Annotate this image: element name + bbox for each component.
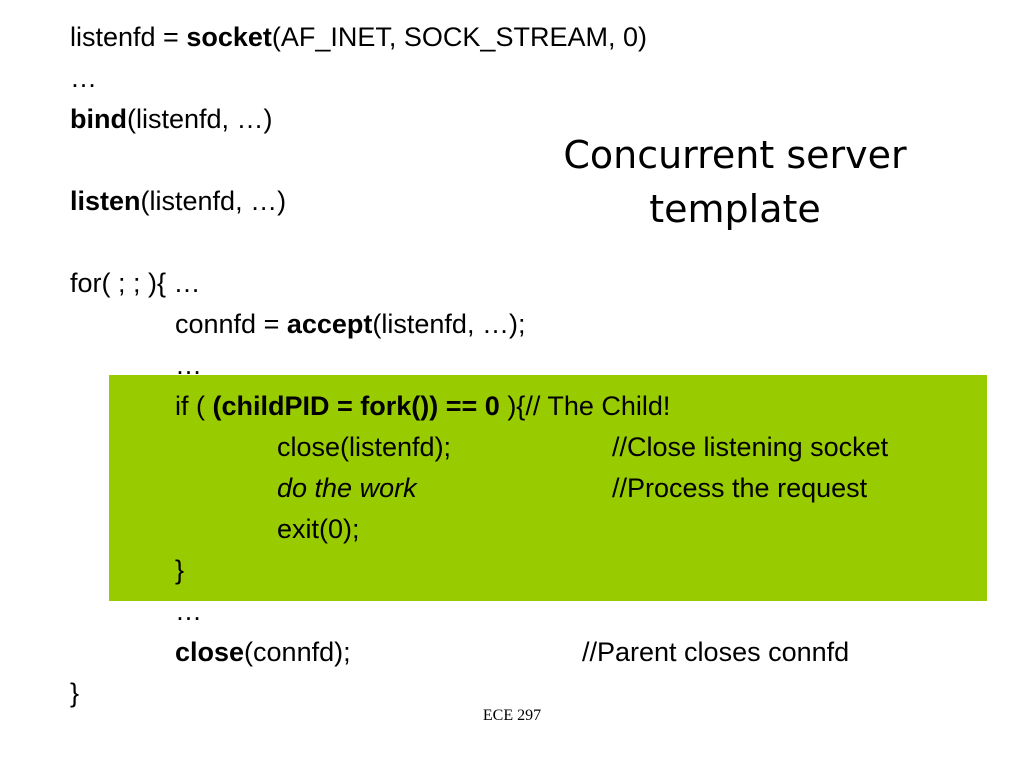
code-line-bind: bind(listenfd, …) (70, 99, 273, 140)
code-line-do-work: do the work (277, 468, 417, 509)
code-text: do the work (277, 473, 417, 503)
code-line-ellipsis-3: … (175, 591, 202, 632)
slide-footer: ECE 297 (482, 707, 542, 724)
code-text: listenfd = (70, 22, 187, 52)
code-line-ellipsis-1: … (70, 58, 97, 99)
code-text: } (175, 555, 185, 585)
code-text: … (175, 350, 202, 380)
code-text: … (175, 596, 202, 626)
code-line-exit: exit(0); (277, 509, 360, 550)
code-text: (connfd); (244, 637, 351, 667)
code-line-fork: if ( (childPID = fork()) == 0 ){// The C… (175, 386, 670, 427)
code-function: listen (70, 186, 141, 216)
code-fork-condition: (childPID = fork()) == 0 (212, 391, 500, 421)
code-line-ellipsis-2: … (175, 345, 202, 386)
code-text: } (70, 678, 80, 708)
code-function: socket (186, 22, 272, 52)
code-function: accept (286, 309, 373, 339)
code-text: if ( (175, 391, 213, 421)
code-text: ){// The Child! (499, 391, 671, 421)
code-comment: //Process the request (612, 473, 868, 503)
code-text: for( ; ; ){ … (70, 268, 201, 298)
code-line-close-brace-outer: } (70, 673, 79, 714)
code-line-socket: listenfd = socket(AF_INET, SOCK_STREAM, … (70, 17, 647, 58)
slide-title-line: template (649, 187, 821, 231)
code-text: exit(0); (277, 514, 360, 544)
code-function: bind (70, 104, 127, 134)
code-line-listen: listen(listenfd, …) (70, 181, 286, 222)
code-text: close(listenfd); (277, 432, 452, 462)
slide-title-line: Concurrent server (563, 133, 907, 177)
code-line-for: for( ; ; ){ … (70, 263, 201, 304)
code-text: connfd = (175, 309, 287, 339)
code-text: (listenfd, …) (126, 104, 273, 134)
code-line-close-listenfd: close(listenfd); (277, 427, 451, 468)
code-line-close-connfd: close(connfd); (175, 632, 351, 673)
code-text: (listenfd, …); (372, 309, 526, 339)
code-text: (AF_INET, SOCK_STREAM, 0) (271, 22, 647, 52)
slide-title: Concurrent server template (500, 128, 970, 236)
code-text: … (70, 63, 97, 93)
code-text: (listenfd, …) (140, 186, 287, 216)
code-line-accept: connfd = accept(listenfd, …); (175, 304, 525, 345)
code-comment: //Parent closes connfd (582, 637, 850, 667)
child-process-highlight (109, 375, 987, 601)
code-comment: //Close listening socket (612, 432, 889, 462)
code-line-close-brace-inner: } (175, 550, 184, 591)
code-function: close (175, 637, 245, 667)
